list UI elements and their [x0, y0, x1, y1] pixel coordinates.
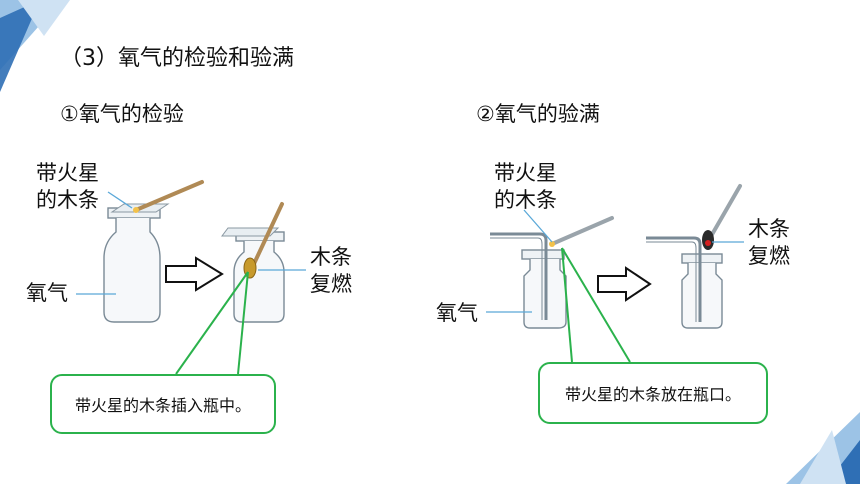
- right-result-label-line-1: 木条: [748, 217, 790, 241]
- right-result-label: 木条 复燃: [748, 216, 790, 270]
- corner-decoration-bottom-right: [786, 412, 860, 484]
- left-result-label: 木条 复燃: [310, 244, 352, 298]
- right-stick-label: 带火星 的木条: [494, 160, 557, 214]
- right-callout-text: 带火星的木条放在瓶口。: [564, 385, 741, 404]
- right-callout-pointer-1: [561, 247, 573, 363]
- left-arrow-icon: [165, 256, 224, 292]
- left-stick-label-line-1: 带火星: [36, 161, 99, 185]
- left-gas-label: 氧气: [26, 281, 68, 305]
- corner-decoration-top-left: [0, 0, 70, 92]
- right-result-label-line-2: 复燃: [748, 244, 790, 268]
- left-result-label-line-1: 木条: [310, 245, 352, 269]
- left-stick-label: 带火星 的木条: [36, 160, 99, 214]
- right-arrow-icon: [597, 266, 652, 302]
- right-glowing-stick: [549, 216, 614, 247]
- left-glowing-stick: [133, 180, 204, 213]
- right-stick-label-line-1: 带火星: [494, 161, 557, 185]
- left-callout-pointer-2: [237, 271, 249, 375]
- left-inserted-stick: [243, 202, 284, 279]
- right-bottle-1: [490, 232, 567, 329]
- left-callout-text: 带火星的木条插入瓶中。: [74, 396, 251, 415]
- right-stick-label-line-2: 的木条: [494, 188, 557, 212]
- left-stick-leader-line: [107, 191, 133, 209]
- right-stick-leader-line: [523, 209, 553, 243]
- right-burning-stick: [702, 184, 742, 250]
- left-callout-box: 带火星的木条插入瓶中。: [50, 374, 276, 434]
- left-bottle-2: [233, 231, 285, 323]
- left-bottle-1: [103, 207, 161, 323]
- left-callout-pointer-1: [175, 271, 249, 375]
- right-callout-pointer-2: [561, 247, 631, 363]
- left-glass-plate-2: [221, 227, 280, 237]
- left-heading: ①氧气的检验: [60, 102, 184, 126]
- right-callout-box: 带火星的木条放在瓶口。: [538, 362, 768, 424]
- left-result-label-line-2: 复燃: [310, 272, 352, 296]
- left-stick-label-line-2: 的木条: [36, 188, 99, 212]
- page-title: （3）氧气的检验和验满: [60, 46, 294, 71]
- right-bottle-2: [646, 236, 723, 329]
- right-gas-label: 氧气: [436, 301, 478, 325]
- right-heading: ②氧气的验满: [476, 102, 600, 126]
